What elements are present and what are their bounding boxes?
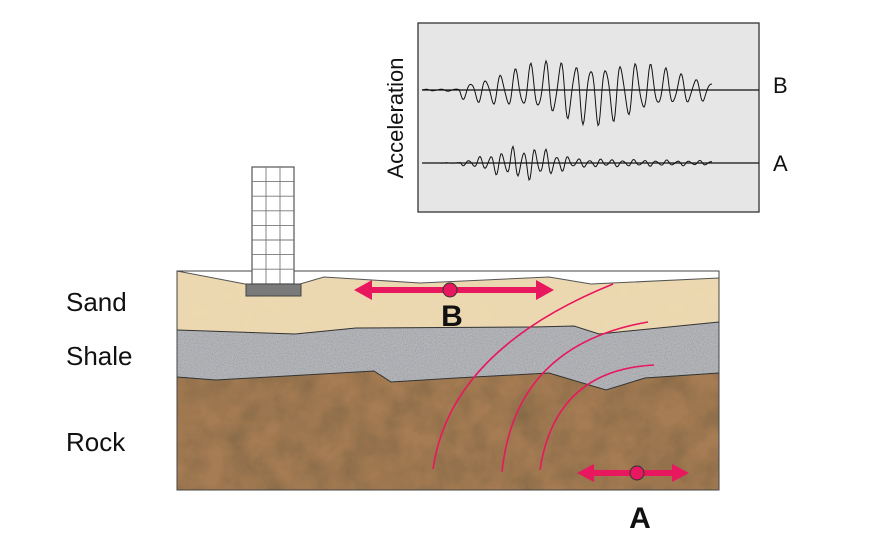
building <box>245 166 302 297</box>
sand-label: Sand <box>66 287 127 317</box>
rock-label: Rock <box>66 427 126 457</box>
wavefront-2 <box>501 321 649 473</box>
rock-layer <box>177 371 719 490</box>
waveform-a <box>422 145 713 181</box>
chart-frame <box>417 22 760 213</box>
shale-rock-boundary <box>176 370 720 391</box>
section-frame <box>176 270 720 491</box>
shale-label: Shale <box>66 341 133 371</box>
wavefront-3 <box>539 364 655 471</box>
point-b-marker <box>442 282 458 298</box>
trace-b-label: B <box>773 73 788 98</box>
trace-a-label: A <box>773 151 788 176</box>
wavefront-1 <box>432 283 614 470</box>
point-a-marker <box>629 465 645 481</box>
ground-cross-section <box>176 270 720 491</box>
sand-layer <box>177 271 719 334</box>
point-a-label: A <box>629 502 651 535</box>
sand-shale-boundary <box>176 321 720 335</box>
building-foundation <box>245 283 302 297</box>
seismic-wavefronts <box>432 283 655 473</box>
point-b-label: B <box>441 300 463 333</box>
y-axis-label: Acceleration <box>383 57 408 178</box>
waveform-b <box>421 59 713 127</box>
acceleration-chart: Acceleration B A <box>383 22 788 213</box>
shale-layer <box>177 322 719 390</box>
motion-arrow-b <box>354 280 554 300</box>
motion-arrow-a <box>577 464 689 482</box>
